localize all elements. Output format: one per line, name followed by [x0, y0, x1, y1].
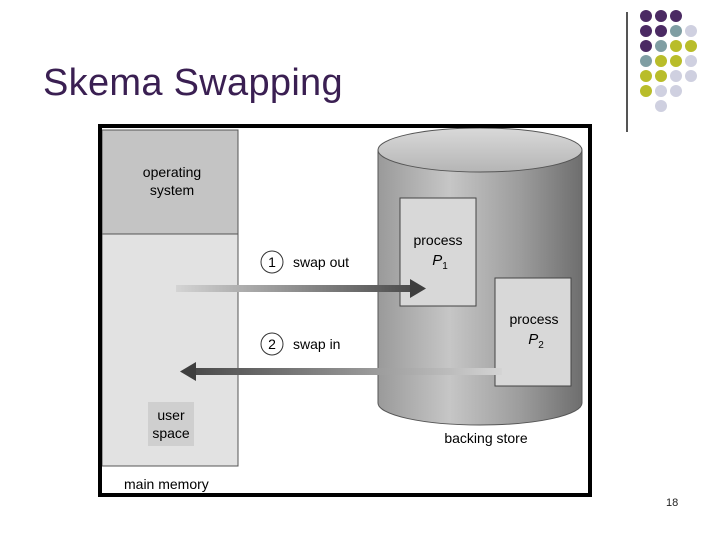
- decorative-dot: [655, 55, 667, 67]
- decorative-dot: [670, 40, 682, 52]
- slide-title: Skema Swapping: [43, 62, 343, 104]
- os-label-line2: system: [150, 182, 194, 198]
- process-p1-name: P1: [432, 252, 448, 272]
- decorative-dot: [640, 85, 652, 97]
- decorative-dot: [670, 10, 682, 22]
- step-1-circle: [260, 250, 284, 274]
- decorative-dot: [640, 25, 652, 37]
- decorative-dot: [655, 25, 667, 37]
- main-memory-caption: main memory: [124, 476, 209, 492]
- process-p2-name: P2: [528, 331, 544, 351]
- backing-store-caption: backing store: [444, 430, 527, 446]
- decorative-dot: [670, 85, 682, 97]
- decorative-dot: [670, 55, 682, 67]
- os-label-line1: operating: [143, 164, 201, 180]
- step-1-number: 1: [268, 254, 276, 270]
- swap-in-arrow-shaft: [194, 368, 502, 375]
- memory-os-region: [102, 129, 239, 235]
- decorative-dot: [670, 25, 682, 37]
- title-divider-line: [626, 12, 628, 132]
- process-p1-label: process: [413, 232, 462, 248]
- decorative-dot: [655, 85, 667, 97]
- decorative-dot-grid: [640, 10, 720, 120]
- decorative-dot: [640, 10, 652, 22]
- swap-in-arrow-head: [180, 362, 196, 381]
- decorative-dot: [655, 40, 667, 52]
- decorative-dot: [640, 70, 652, 82]
- step-1-label: swap out: [293, 254, 349, 270]
- decorative-dot: [640, 40, 652, 52]
- backing-store-top: [377, 128, 583, 173]
- page-number: 18: [666, 497, 679, 509]
- swapping-diagram-svg: operating system user space main memory …: [102, 128, 583, 492]
- swap-out-arrow-shaft: [176, 285, 414, 292]
- decorative-dot: [655, 70, 667, 82]
- step-2-circle: [260, 332, 284, 356]
- swapping-diagram: operating system user space main memory …: [98, 124, 592, 497]
- decorative-dot: [685, 40, 697, 52]
- step-2-label: swap in: [293, 336, 340, 352]
- decorative-dot: [670, 70, 682, 82]
- process-p2-box: [494, 277, 572, 387]
- user-label-line1: user: [157, 407, 185, 423]
- decorative-dot: [685, 25, 697, 37]
- process-p2-label: process: [509, 311, 558, 327]
- user-label-line2: space: [152, 425, 190, 441]
- decorative-dot: [685, 55, 697, 67]
- decorative-dot: [655, 10, 667, 22]
- swap-out-arrow-head: [410, 279, 426, 298]
- decorative-dot: [655, 100, 667, 112]
- step-2-number: 2: [268, 336, 276, 352]
- decorative-dot: [685, 70, 697, 82]
- decorative-dot: [640, 55, 652, 67]
- user-space-box: [148, 402, 194, 446]
